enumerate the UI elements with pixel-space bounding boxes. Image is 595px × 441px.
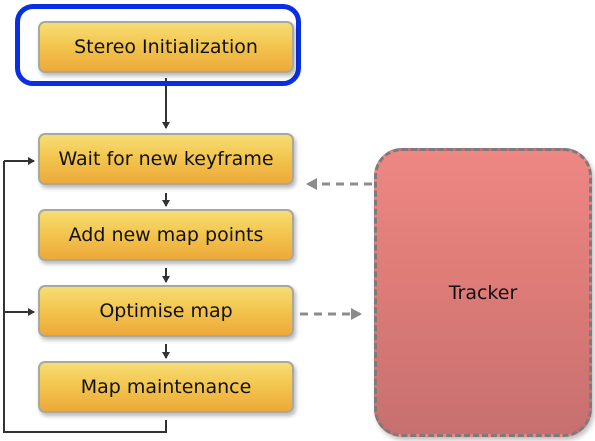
map-maintenance-label: Map maintenance — [80, 376, 252, 398]
optimise-map-box: Optimise map — [38, 285, 294, 337]
wait-for-keyframe-label: Wait for new keyframe — [58, 148, 274, 170]
optimise-map-label: Optimise map — [99, 300, 233, 322]
add-map-points-box: Add new map points — [38, 209, 294, 261]
wait-for-keyframe-box: Wait for new keyframe — [38, 133, 294, 185]
stereo-init-highlight-frame — [15, 4, 301, 86]
add-map-points-label: Add new map points — [68, 224, 264, 246]
tracker-box: Tracker — [374, 148, 592, 437]
stereo-initialization-box: Stereo Initialization — [38, 21, 294, 73]
map-maintenance-box: Map maintenance — [38, 361, 294, 413]
loop-line — [3, 161, 167, 433]
tracker-label: Tracker — [448, 281, 518, 304]
stereo-initialization-label: Stereo Initialization — [74, 36, 258, 58]
